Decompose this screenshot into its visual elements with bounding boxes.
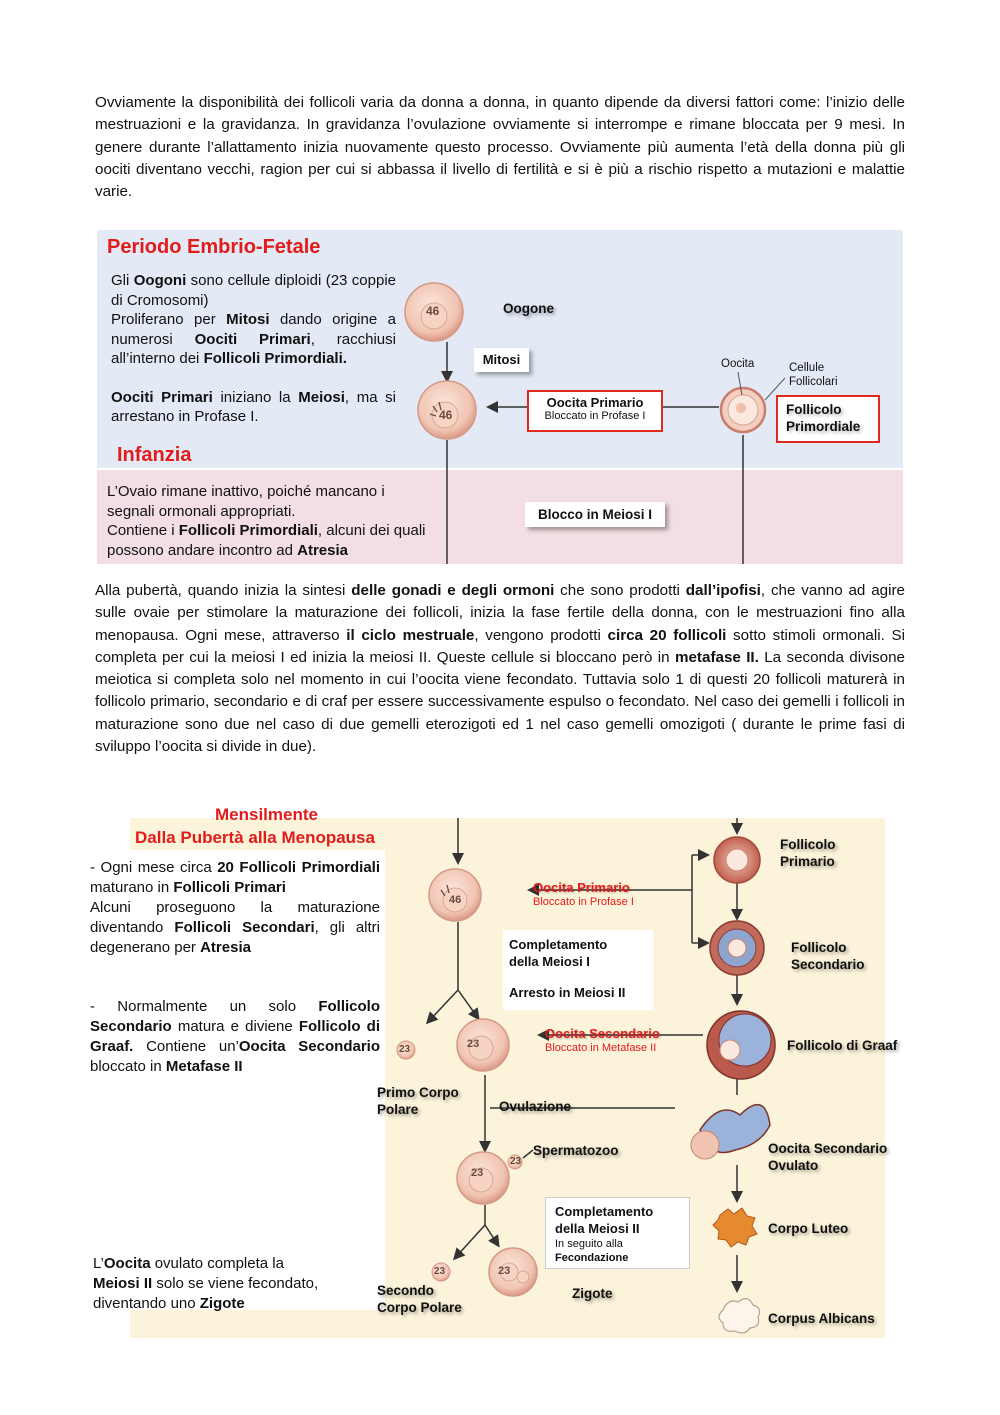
puberty-paragraph: Alla pubertà, quando inizia la sintesi d…: [95, 580, 905, 758]
fig2-n23-second-polar: 23: [434, 1266, 446, 1277]
infancy-title: Infanzia: [117, 444, 192, 466]
fig1-graphics: [97, 230, 903, 564]
fig2-left-text2: - Normalmente un solo Follicolo Secondar…: [90, 998, 380, 1075]
fetal-period-title: Periodo Embrio-Fetale: [107, 236, 321, 258]
follicolo-secondario-label: Follicolo Secondario: [791, 940, 865, 972]
figure-monthly-cycle: Mensilmente Dalla Pubertà alla Menopausa…: [85, 800, 915, 1345]
sperm-icon: [507, 1154, 523, 1170]
fig2-n23-secondary: 23: [467, 1038, 480, 1050]
follicolo-graaf-label: Follicolo di Graaf: [787, 1038, 898, 1053]
fig2-n23-sperm: 23: [510, 1156, 522, 1167]
oogone-label: Oogone: [503, 301, 554, 316]
corpus-albicans-icon: [718, 1298, 761, 1334]
fig2-left-text3: L’Oocita ovulato completa la Meiosi II s…: [93, 1255, 319, 1312]
corpo-luteo-label: Corpo Luteo: [768, 1221, 849, 1236]
oocita-secondario-ovulato-label: Oocita Secondario Ovulato: [768, 1141, 888, 1173]
oocita-primario-box: Oocita Primario Bloccato in Profase I: [527, 390, 663, 432]
ovulated-oocyte-icon: [690, 1130, 720, 1160]
fig2-n23-zygote: 23: [498, 1265, 511, 1277]
blocco-meiosi-box: Blocco in Meiosi I: [525, 502, 665, 527]
fig2-title2: Dalla Pubertà alla Menopausa: [135, 828, 375, 847]
completamento-meiosi2-box: Completamento della Meiosi II In seguito…: [545, 1197, 690, 1269]
primo-corpo-polare-label: Primo Corpo Polare: [377, 1085, 459, 1117]
puberty-paragraph-text: Alla pubertà, quando inizia la sintesi d…: [95, 582, 905, 756]
follicolo-primordiale-box: Follicolo Primordiale: [776, 395, 880, 443]
spermatozoo-label: Spermatozoo: [533, 1143, 619, 1158]
fig2-n46: 46: [449, 894, 462, 906]
fig2-oocita-secondario-label: Oocita Secondario Bloccato in Metafase I…: [545, 1026, 660, 1054]
intro-paragraph: Ovviamente la disponibilità dei follicol…: [95, 92, 905, 203]
fig2-oocita-primario-label: Oocita Primario Bloccato in Profase I: [533, 880, 634, 908]
corpo-luteo-icon: [712, 1207, 758, 1248]
fig2-n23-fertilized: 23: [471, 1167, 484, 1179]
infancy-description: L’Ovaio rimane inattivo, poiché mancano …: [107, 483, 426, 559]
figure-fetal-period: Periodo Embrio-Fetale Gli Oogoni sono ce…: [97, 230, 903, 564]
primary-oocyte-chromosome-number: 46: [439, 408, 453, 422]
zigote-label: Zigote: [572, 1286, 613, 1301]
second-polar-body-icon: [431, 1262, 451, 1282]
oogone-chromosome-number: 46: [426, 304, 440, 318]
fetal-description: Gli Oogoni sono cellule diploidi (23 cop…: [111, 272, 396, 425]
intro-paragraph-text: Ovviamente la disponibilità dei follicol…: [95, 94, 905, 201]
oocita-label: Oocita: [721, 358, 755, 370]
completamento-meiosi1-box: Completamento della Meiosi I Arresto in …: [503, 930, 653, 1010]
mitosi-box: Mitosi: [474, 348, 529, 372]
fig2-graphics: [85, 800, 915, 1345]
cellule-follicolari-label: Cellule Follicolari: [789, 362, 838, 388]
fig2-left-text1: - Ogni mese circa 20 Follicoli Primordia…: [90, 859, 380, 956]
fig1-bottom-bg: [97, 470, 903, 564]
fig2-n23-first-polar: 23: [399, 1044, 411, 1055]
corpus-albicans-label: Corpus Albicans: [768, 1311, 875, 1326]
first-polar-body-icon: [396, 1040, 416, 1060]
secondo-corpo-polare-label: Secondo Corpo Polare: [377, 1283, 462, 1315]
follicolo-primario-label: Follicolo Primario: [780, 837, 836, 869]
fig2-title1: Mensilmente: [215, 805, 318, 824]
ovulazione-label: Ovulazione: [499, 1099, 572, 1114]
